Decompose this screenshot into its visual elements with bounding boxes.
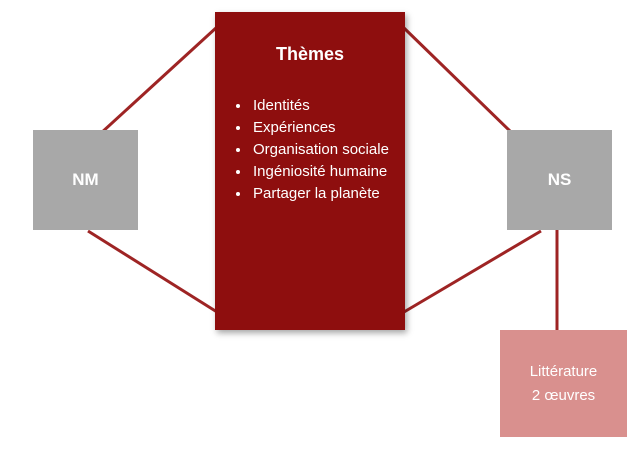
nm-node: NM <box>33 130 138 230</box>
connector-themes-to-ns-top <box>402 26 514 135</box>
theme-bullet-ingeniosite-humaine: Ingéniosité humaine <box>251 161 405 183</box>
nm-node-label: NM <box>72 170 99 189</box>
theme-bullet-organisation-sociale: Organisation sociale <box>251 139 405 161</box>
themes-box: Thèmes Identités Expériences Organisatio… <box>215 12 405 330</box>
connector-themes-to-ns-bottom <box>403 229 542 314</box>
litterature-node: Littérature 2 œuvres <box>500 330 627 437</box>
theme-bullet-partager-la-planete: Partager la planète <box>251 183 405 205</box>
themes-title: Thèmes <box>275 44 345 64</box>
litterature-node-title: Littérature <box>529 362 598 380</box>
ns-node: NS <box>507 130 612 230</box>
themes-bullet-list: Identités Expériences Organisation socia… <box>215 95 405 205</box>
ns-node-label: NS <box>547 170 572 189</box>
connector-nm-to-themes-top <box>98 25 219 136</box>
theme-bullet-experiences: Expériences <box>251 117 405 139</box>
theme-bullet-identites: Identités <box>251 95 405 117</box>
litterature-node-subtitle: 2 œuvres <box>531 386 596 404</box>
connector-nm-to-themes-bottom <box>87 229 218 314</box>
